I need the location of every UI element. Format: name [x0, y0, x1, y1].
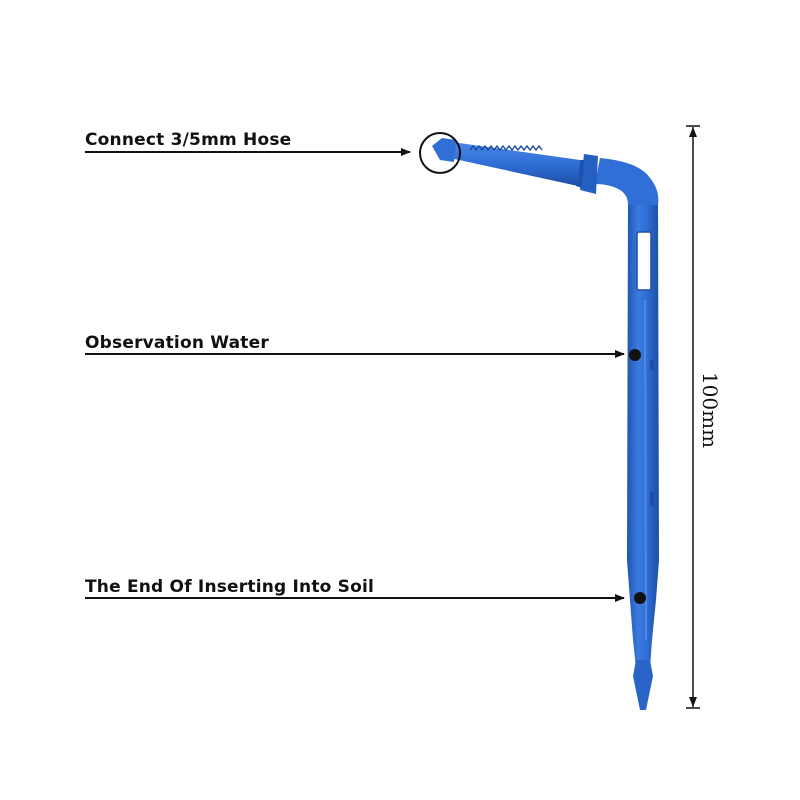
dripper-barbed-arm — [450, 142, 580, 186]
callout-hose-label: Connect 3/5mm Hose — [85, 130, 291, 150]
callout-observation-label: Observation Water — [85, 333, 269, 353]
dimension-label: 100mm — [698, 372, 722, 448]
dimension-line: 100mm — [686, 125, 722, 709]
dripper-stake — [432, 138, 659, 710]
dripper-stem — [627, 200, 659, 668]
dripper-window-slot — [636, 231, 652, 291]
callout-hose: Connect 3/5mm Hose — [85, 130, 461, 174]
dripper-elbow — [595, 158, 659, 205]
callout-end: The End Of Inserting Into Soil — [85, 577, 646, 604]
dripper-collar — [580, 154, 598, 194]
callout-observation: Observation Water — [85, 333, 641, 361]
callout-observation-dot — [629, 349, 641, 361]
arm-serrations — [469, 144, 543, 152]
dripper-hose-barb — [432, 138, 456, 162]
callout-end-label: The End Of Inserting Into Soil — [85, 577, 374, 597]
callout-hose-ring — [419, 132, 461, 174]
callout-end-dot — [634, 592, 646, 604]
dripper-spike-tip — [633, 660, 653, 710]
